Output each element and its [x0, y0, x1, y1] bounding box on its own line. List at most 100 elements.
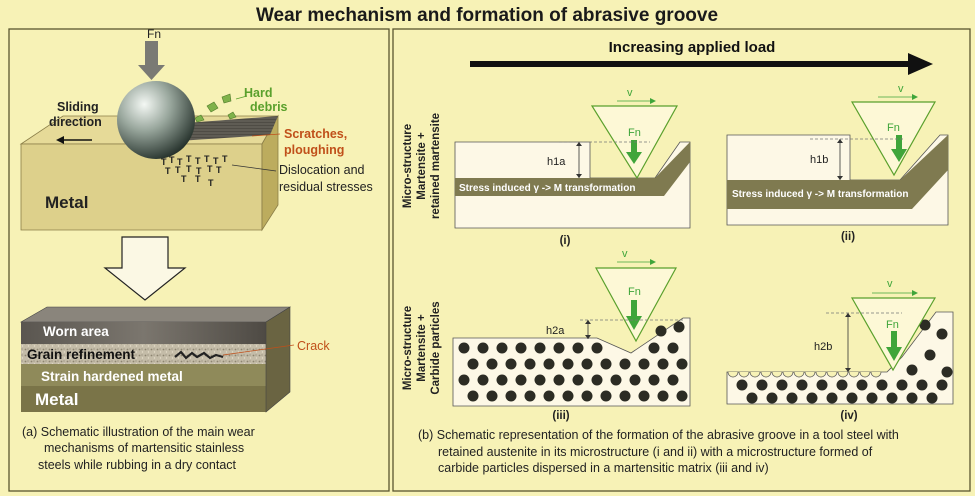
sliding-direction-arrow	[56, 136, 92, 144]
carbide-particle	[600, 390, 612, 402]
scratch-label-1: Scratches,	[284, 127, 347, 141]
caption-b-1: (b) Schematic representation of the form…	[418, 428, 899, 442]
h1a-label: h1a	[547, 156, 566, 168]
h1b-label: h1b	[810, 154, 828, 166]
right-panel: Increasing applied load Micro-structure …	[402, 39, 954, 475]
svg-text:retained martensite: retained martensite	[430, 113, 442, 219]
caption-a-2: mechanisms of martensitic stainless	[44, 441, 244, 455]
carbide-particle	[477, 342, 489, 354]
carbide-particle	[458, 374, 470, 386]
row1-label: Micro-structure Martensite + retained ma…	[402, 113, 442, 219]
carbide-particle	[477, 374, 489, 386]
carbide-particle	[906, 364, 918, 376]
carbide-particle	[655, 325, 667, 337]
carbide-particle	[572, 374, 584, 386]
diagram-iii: Fn v h2a (iii)	[452, 248, 691, 422]
disloc-label-1: Dislocation and	[279, 163, 365, 177]
force-label-ii: Fn	[887, 122, 900, 134]
left-panel: Fn Sliding direction Hard debris Scratch…	[19, 27, 373, 472]
pit	[727, 371, 739, 378]
force-label: Fn	[147, 27, 161, 41]
left-panel-border	[8, 28, 390, 492]
scratch-label-2: ploughing	[284, 143, 344, 157]
carbide-particle	[816, 379, 828, 391]
svg-text:Martensite +: Martensite +	[416, 132, 428, 200]
svg-text:T: T	[208, 178, 214, 188]
velocity-ii: v	[898, 83, 904, 95]
carbide-particle	[766, 392, 778, 404]
stress-text-ii: Stress induced γ -> M transformation	[732, 189, 908, 200]
pit	[870, 371, 882, 378]
caption-a-1: (a) Schematic illustration of the main w…	[22, 425, 255, 439]
carbide-particle	[676, 390, 688, 402]
pit	[749, 371, 761, 378]
svg-text:T: T	[207, 164, 213, 174]
carbide-particle	[919, 319, 931, 331]
pit	[760, 371, 772, 378]
carbide-particle	[591, 374, 603, 386]
carbide-particle	[756, 379, 768, 391]
carbide-particle	[553, 374, 565, 386]
carbide-particle	[638, 390, 650, 402]
carbide-particle	[916, 379, 928, 391]
label-i: (i)	[560, 235, 571, 247]
right-panel-border	[392, 28, 971, 492]
abrasive-ball	[117, 81, 195, 159]
carbide-particle	[866, 392, 878, 404]
force-label-iv: Fn	[886, 319, 899, 331]
force-arrow-iv	[886, 331, 902, 361]
carbide-particle	[657, 358, 669, 370]
force-arrow-iii	[626, 300, 642, 330]
pit	[804, 371, 816, 378]
sliding-label-1: Sliding	[57, 100, 99, 114]
pit	[848, 371, 860, 378]
carbide-particle	[467, 390, 479, 402]
svg-text:T: T	[186, 164, 192, 174]
load-label: Increasing applied load	[609, 39, 776, 56]
sliding-label-2: direction	[49, 115, 102, 129]
svg-text:Martensite +: Martensite +	[416, 314, 428, 382]
carbide-particle	[467, 358, 479, 370]
svg-text:T: T	[175, 165, 181, 175]
pulled-out-pits-iv	[727, 371, 882, 378]
label-iv: (iv)	[840, 410, 857, 422]
carbide-particle	[619, 390, 631, 402]
transition-arrow	[103, 236, 187, 301]
svg-text:T: T	[186, 154, 192, 164]
carbide-particle	[534, 374, 546, 386]
caption-b-3: carbide particles dispersed in a martens…	[438, 461, 769, 475]
pit	[793, 371, 805, 378]
carbide-particle	[600, 358, 612, 370]
carbide-particle	[591, 342, 603, 354]
h2a-label: h2a	[546, 325, 565, 337]
carbide-particle	[543, 358, 555, 370]
carbide-particle	[553, 342, 565, 354]
scratch-region	[178, 116, 278, 141]
carbide-particle	[515, 374, 527, 386]
svg-text:T: T	[196, 166, 202, 176]
metal-label: Metal	[45, 193, 88, 212]
carbide-particle	[505, 390, 517, 402]
carbide-particle	[776, 379, 788, 391]
pit	[782, 371, 794, 378]
force-arrow	[138, 41, 165, 80]
svg-text:T: T	[222, 154, 228, 164]
metal2-label: Metal	[35, 390, 78, 409]
carbide-particle	[581, 358, 593, 370]
strain-label: Strain hardened metal	[41, 369, 183, 384]
carbide-particle	[936, 379, 948, 391]
h2b-label: h2b	[814, 341, 832, 353]
carbide-particle	[657, 390, 669, 402]
crack-label: Crack	[297, 339, 330, 353]
svg-text:T: T	[216, 165, 222, 175]
pit	[826, 371, 838, 378]
carbide-particle	[572, 342, 584, 354]
carbide-particle	[524, 390, 536, 402]
velocity-i: v	[627, 87, 633, 99]
diagram-ii: Stress induced γ -> M transformation Fn …	[726, 83, 949, 243]
carbide-particles-iv	[736, 319, 953, 404]
carbide-particle	[826, 392, 838, 404]
carbide-particle	[458, 342, 470, 354]
pit	[815, 371, 827, 378]
